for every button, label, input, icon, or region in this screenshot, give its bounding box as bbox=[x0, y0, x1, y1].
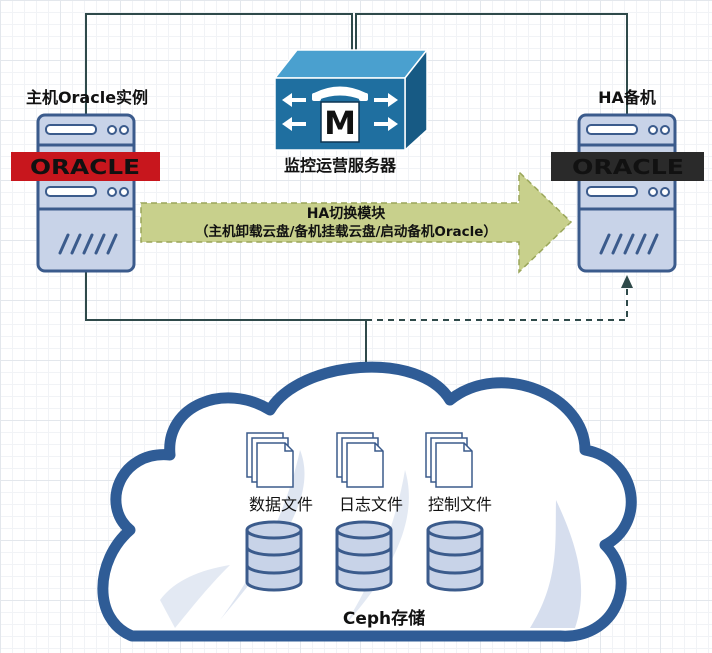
primary-server-label: 主机Oracle实例 bbox=[26, 88, 148, 107]
primary-oracle-logo bbox=[11, 152, 160, 181]
document-stack-icon bbox=[246, 432, 294, 488]
monitor-server-label: 监控运营服务器 bbox=[284, 156, 397, 175]
database-icon bbox=[335, 520, 393, 592]
standby-oracle-logo bbox=[551, 152, 704, 181]
database-icon bbox=[245, 520, 303, 592]
arrows-icon bbox=[282, 93, 398, 131]
primary-server: 主机Oracle实例 ORACLE bbox=[11, 88, 160, 273]
primary-to-storage-line bbox=[85, 271, 367, 364]
primary-to-monitor-line bbox=[85, 13, 353, 115]
standby-server: HA备机 ORACLE bbox=[551, 88, 704, 273]
database-icon bbox=[426, 520, 484, 592]
ha-module-subtitle: （主机卸载云盘/备机挂载云盘/启动备机Oracle） bbox=[195, 223, 497, 240]
monitor-server: M 监控运营服务器 bbox=[273, 47, 429, 175]
ha-module-title: HA切换模块 bbox=[307, 205, 387, 222]
ha-switch-module-arrow: HA切换模块 （主机卸载云盘/备机挂载云盘/启动备机Oracle） bbox=[140, 170, 573, 274]
file-control: 控制文件 bbox=[425, 432, 492, 514]
document-stack-icon bbox=[336, 432, 384, 488]
file-label: 日志文件 bbox=[339, 495, 403, 514]
file-label: 数据文件 bbox=[249, 495, 313, 514]
ceph-storage-cloud bbox=[97, 361, 637, 642]
standby-storage-dashed-link bbox=[365, 275, 633, 364]
standby-server-label: HA备机 bbox=[598, 88, 656, 107]
primary-oracle-logo-text: ORACLE bbox=[30, 155, 140, 179]
file-data: 数据文件 bbox=[246, 432, 313, 514]
standby-oracle-logo-text: ORACLE bbox=[572, 155, 684, 179]
monitor-badge-letter: M bbox=[324, 104, 356, 142]
up-arrowhead-icon bbox=[621, 275, 633, 288]
monitor-to-standby-line bbox=[355, 13, 628, 115]
file-label: 控制文件 bbox=[428, 495, 492, 514]
document-stack-icon bbox=[425, 432, 473, 488]
monitor-badge bbox=[320, 101, 360, 143]
ceph-storage-label: Ceph存储 bbox=[343, 608, 425, 629]
phone-icon bbox=[312, 86, 368, 101]
file-log: 日志文件 bbox=[336, 432, 403, 514]
